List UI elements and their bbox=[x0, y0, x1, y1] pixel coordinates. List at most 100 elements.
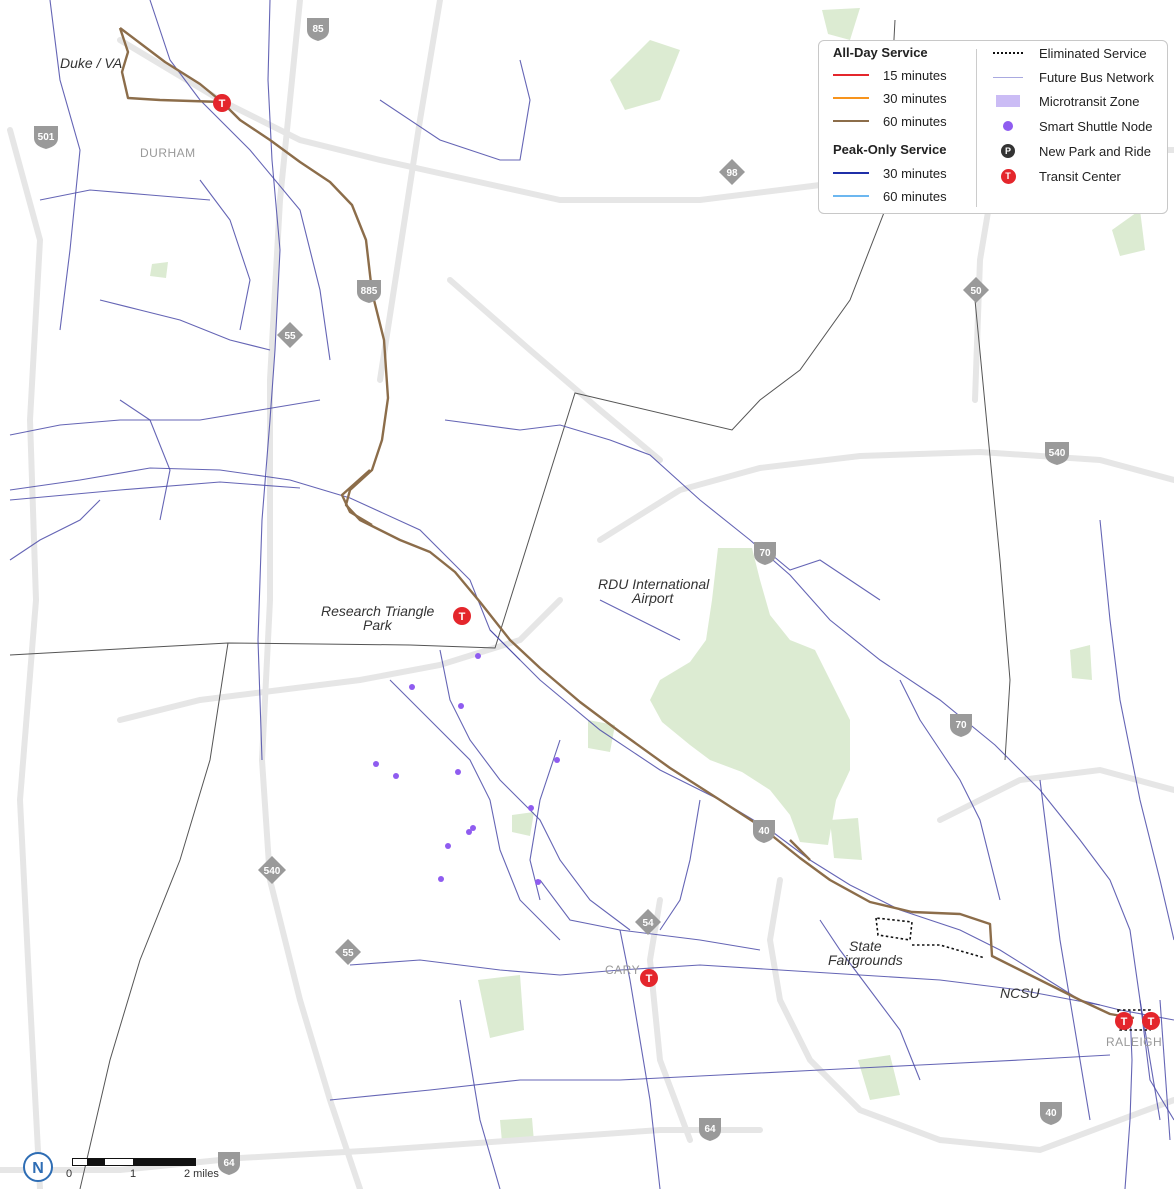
route-shields: 85 501 885 540 70 70 40 64 bbox=[34, 18, 1069, 1175]
interstate-40-middle-shield: 40 bbox=[753, 820, 775, 843]
svg-text:885: 885 bbox=[361, 286, 378, 297]
svg-text:55: 55 bbox=[342, 948, 354, 959]
legend-swatch-peak-60 bbox=[833, 195, 869, 197]
legend-row-30: 30 minutes bbox=[833, 89, 947, 107]
bus-network bbox=[9, 0, 1174, 1189]
eliminated-service bbox=[875, 917, 1151, 1031]
label-fair-line2: Fairgrounds bbox=[828, 952, 903, 968]
svg-text:54: 54 bbox=[642, 918, 654, 929]
label-raleigh: RALEIGH bbox=[1106, 1035, 1162, 1049]
smart-shuttle-node[interactable] bbox=[393, 773, 399, 779]
legend-peak-heading: Peak-Only Service bbox=[833, 142, 947, 157]
place-labels: Duke / VA DURHAM Research Triangle Park … bbox=[60, 55, 1162, 1049]
north-arrow-icon: N bbox=[23, 1152, 53, 1182]
transit-center-raleigh-west[interactable]: T bbox=[1115, 1012, 1133, 1030]
route-60-minutes bbox=[118, 27, 1135, 1020]
park-small-4 bbox=[830, 818, 862, 860]
smart-shuttle-node[interactable] bbox=[554, 757, 560, 763]
nc-50-shield: 50 bbox=[963, 277, 989, 303]
legend-label-eliminated: Eliminated Service bbox=[1039, 45, 1147, 61]
svg-text:40: 40 bbox=[1045, 1108, 1057, 1119]
smart-shuttle-node[interactable] bbox=[455, 769, 461, 775]
label-rtp-line2: Park bbox=[363, 617, 393, 633]
legend-row-microtransit: Microtransit Zone bbox=[993, 92, 1139, 110]
smart-shuttle-node[interactable] bbox=[528, 805, 534, 811]
svg-text:540: 540 bbox=[1049, 448, 1066, 459]
svg-text:540: 540 bbox=[264, 866, 281, 877]
nc-55-north-shield: 55 bbox=[277, 322, 303, 348]
smart-shuttle-node[interactable] bbox=[445, 843, 451, 849]
park-ne bbox=[610, 40, 680, 110]
nc-54-shield: 54 bbox=[635, 909, 661, 935]
transit-center-durham[interactable]: T bbox=[213, 94, 231, 112]
legend-swatch-peak-30 bbox=[833, 172, 869, 174]
zone-swatch-icon bbox=[993, 95, 1023, 107]
county-boundaries bbox=[9, 19, 1011, 1189]
legend-all-day-heading: All-Day Service bbox=[833, 45, 928, 60]
park-small-6 bbox=[500, 1118, 534, 1142]
svg-text:T: T bbox=[459, 611, 466, 623]
smart-shuttle-node[interactable] bbox=[466, 829, 472, 835]
park-areas bbox=[150, 8, 1145, 1142]
label-duke-va: Duke / VA bbox=[60, 55, 122, 71]
smart-shuttle-node[interactable] bbox=[438, 876, 444, 882]
smart-shuttle-node[interactable] bbox=[409, 684, 415, 690]
interstate-70-north-shield: 70 bbox=[754, 542, 776, 565]
scale-bar-seg3 bbox=[104, 1158, 134, 1166]
smart-shuttle-node[interactable] bbox=[475, 653, 481, 659]
map-legend: All-Day Service 15 minutes 30 minutes 60… bbox=[818, 40, 1168, 214]
svg-text:501: 501 bbox=[38, 132, 55, 143]
svg-text:T: T bbox=[219, 98, 226, 110]
legend-row-peak-60: 60 minutes bbox=[833, 187, 947, 205]
svg-text:70: 70 bbox=[955, 720, 967, 731]
legend-swatch-60 bbox=[833, 120, 869, 122]
legend-swatch-30 bbox=[833, 97, 869, 99]
label-cary: CARY bbox=[605, 963, 640, 977]
scale-bar-seg2 bbox=[88, 1158, 104, 1166]
interstate-70-south-shield: 70 bbox=[950, 714, 972, 737]
transit-centers: T T T T T bbox=[213, 94, 1160, 1030]
park-small-1 bbox=[150, 262, 168, 278]
interstate-885-shield: 885 bbox=[357, 280, 381, 303]
label-durham: DURHAM bbox=[140, 146, 196, 160]
label-rdu-line2: Airport bbox=[631, 590, 674, 606]
transit-center-cary[interactable]: T bbox=[640, 969, 658, 987]
svg-text:T: T bbox=[1121, 1016, 1128, 1028]
legend-label-smart-shuttle: Smart Shuttle Node bbox=[1039, 118, 1153, 134]
legend-row-park-ride: P New Park and Ride bbox=[993, 142, 1151, 160]
transit-center-raleigh-east[interactable]: T bbox=[1142, 1012, 1160, 1030]
transit-center-rtp[interactable]: T bbox=[453, 607, 471, 625]
svg-text:50: 50 bbox=[970, 286, 982, 297]
smart-shuttle-node[interactable] bbox=[535, 879, 541, 885]
legend-label-peak-60: 60 minutes bbox=[883, 188, 947, 204]
legend-row-smart-shuttle: Smart Shuttle Node bbox=[993, 117, 1152, 135]
legend-row-bus-network: Future Bus Network bbox=[993, 68, 1154, 86]
legend-row-15: 15 minutes bbox=[833, 66, 947, 84]
scale-tick-0: 0 bbox=[66, 1168, 73, 1180]
legend-label-15: 15 minutes bbox=[883, 67, 947, 83]
svg-text:85: 85 bbox=[312, 24, 324, 35]
smart-shuttle-node[interactable] bbox=[470, 825, 476, 831]
label-ncsu: NCSU bbox=[1000, 985, 1041, 1001]
smart-shuttle-node[interactable] bbox=[458, 703, 464, 709]
park-e bbox=[1112, 210, 1145, 256]
legend-label-park-ride: New Park and Ride bbox=[1039, 143, 1151, 159]
park-ride-icon: P bbox=[993, 144, 1023, 158]
park-small-3 bbox=[588, 720, 615, 752]
interstate-40-east-shield: 40 bbox=[1040, 1102, 1062, 1125]
scale-tick-2: 2 miles bbox=[184, 1168, 219, 1180]
svg-text:T: T bbox=[1148, 1016, 1155, 1028]
smart-shuttle-node[interactable] bbox=[373, 761, 379, 767]
park-bottom bbox=[858, 1055, 900, 1100]
purple-dot-icon bbox=[993, 121, 1023, 131]
legend-row-eliminated: Eliminated Service bbox=[993, 44, 1147, 62]
park-ne-2 bbox=[822, 8, 860, 40]
svg-text:40: 40 bbox=[758, 826, 770, 837]
park-small-2 bbox=[512, 812, 534, 836]
nc-55-south-shield: 55 bbox=[335, 939, 361, 965]
svg-text:64: 64 bbox=[223, 1158, 235, 1169]
us-64-middle-shield: 64 bbox=[699, 1118, 721, 1141]
svg-text:70: 70 bbox=[759, 548, 771, 559]
